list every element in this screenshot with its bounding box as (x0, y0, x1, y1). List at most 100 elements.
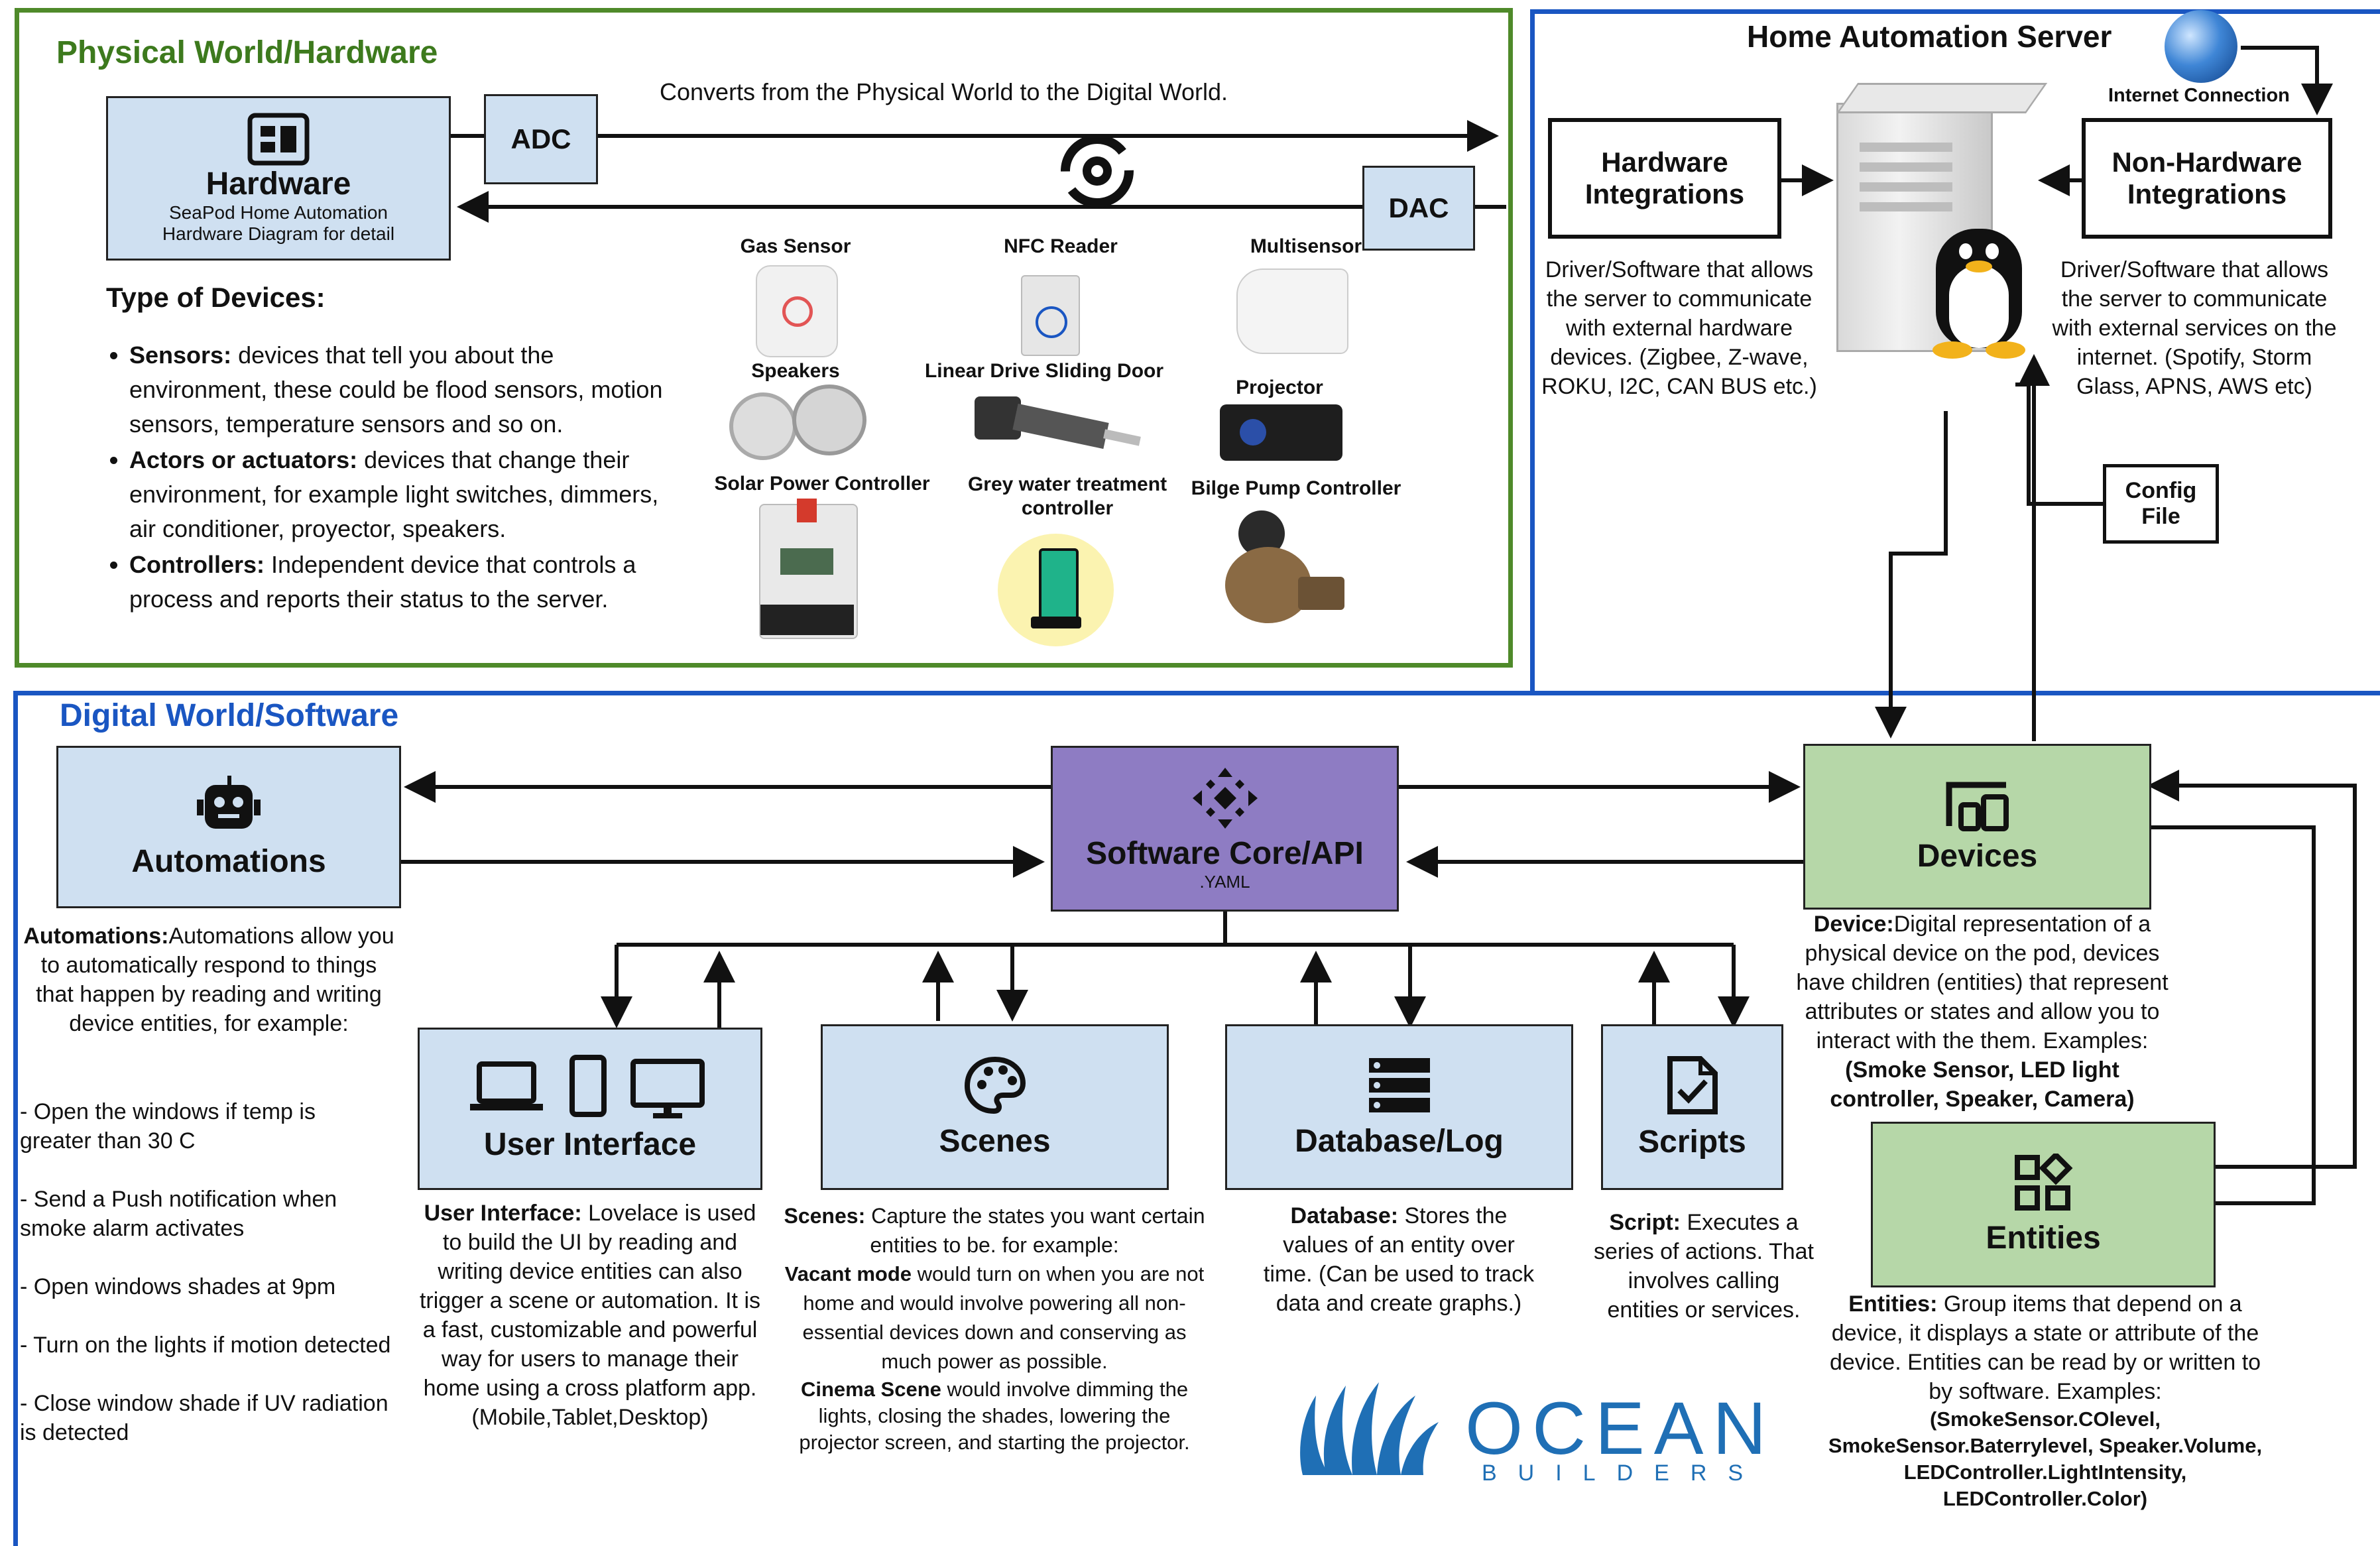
devices-box[interactable]: Devices (1803, 744, 2151, 910)
multisensor-label: Multisensor (1250, 235, 1362, 257)
database-desc: Database: Stores the values of an entity… (1263, 1203, 1535, 1316)
sync-icon (1061, 135, 1134, 208)
bilge-pump-label: Bilge Pump Controller (1191, 477, 1401, 499)
speakers-label: Speakers (751, 360, 840, 382)
type-controllers: Controllers: Independent device that con… (129, 548, 686, 617)
software-core-subtitle: .YAML (1199, 872, 1250, 892)
devices-desc: Device:Digital representation of a physi… (1796, 912, 2169, 1112)
non-hardware-integrations-line1: Non-Hardware (2112, 147, 2302, 178)
scripts-title: Scripts (1638, 1124, 1746, 1160)
linear-drive-image (975, 396, 1141, 456)
hardware-integrations-desc: Driver/Software that allows the server t… (1541, 257, 1817, 399)
logo-sub: BUILDERS (1482, 1460, 1765, 1486)
automations-title: Automations (131, 844, 326, 879)
converts-text: Converts from the Physical World to the … (660, 78, 1228, 105)
config-file-box[interactable]: Config File (2103, 464, 2219, 544)
script-check-icon (1667, 1055, 1718, 1114)
adc-box[interactable]: ADC (484, 94, 598, 184)
robot-icon (197, 776, 261, 829)
nfc-reader-label: NFC Reader (1004, 235, 1118, 257)
digital-world-frame (13, 691, 2380, 1546)
solar-controller-image (759, 499, 858, 639)
gas-sensor-image (756, 265, 838, 357)
nfc-reader-image (1021, 275, 1080, 356)
automation-example: - Close window shade if UV radiation is … (20, 1391, 388, 1445)
chip-icon (247, 113, 310, 165)
hardware-title: Hardware (206, 166, 351, 202)
user-interface-desc: User Interface: Lovelace is used to buil… (419, 1201, 761, 1430)
grey-water-label-line2: controller (1021, 497, 1114, 519)
scenes-vacant: Vacant mode would turn on when you are n… (784, 1262, 1205, 1373)
non-hardware-integrations-desc: Driver/Software that allows the server t… (2052, 257, 2337, 399)
devices-title: Devices (1917, 838, 2038, 874)
hardware-integrations-box[interactable]: Hardware Integrations (1548, 118, 1781, 239)
grey-water-image (998, 534, 1114, 646)
types-title: Type of Devices: (106, 282, 326, 313)
scenes-box[interactable]: Scenes (821, 1024, 1169, 1190)
automations-box[interactable]: Automations (56, 746, 401, 908)
device-types-list: Sensors: devices that tell you about the… (89, 338, 686, 618)
solar-controller-label: Solar Power Controller (714, 473, 930, 495)
hardware-integrations-line2: Integrations (1584, 178, 1745, 209)
grey-water-label-line1: Grey water treatment (967, 473, 1167, 495)
dac-label: DAC (1388, 192, 1449, 223)
core-network-icon (1192, 768, 1258, 829)
entities-examples: (SmokeSensor.COlevel, SmokeSensor.Baterr… (1828, 1407, 2263, 1510)
multisensor-image (1236, 268, 1348, 354)
internet-label: Internet Connection (2108, 85, 2290, 106)
devices-laptop-phone-desktop-icon (470, 1055, 705, 1118)
grey-water-label: Grey water treatment controller (955, 473, 1180, 520)
scenes-title: Scenes (939, 1123, 1051, 1159)
entities-desc: Entities: Group items that depend on a d… (1820, 1289, 2271, 1512)
config-file-line1: Config (2125, 478, 2197, 503)
server-title: Home Automation Server (1747, 19, 2112, 54)
entities-box[interactable]: Entities (1871, 1122, 2216, 1287)
automation-example: - Open windows shades at 9pm (20, 1274, 336, 1299)
database-title: Database/Log (1295, 1123, 1504, 1159)
hardware-box[interactable]: Hardware SeaPod Home Automation Hardware… (106, 96, 451, 261)
automation-example: - Open the windows if temp is greater th… (20, 1099, 316, 1154)
software-core-title: Software Core/API (1086, 836, 1364, 871)
projector-label: Projector (1236, 377, 1323, 398)
database-box[interactable]: Database/Log (1225, 1024, 1573, 1190)
physical-world-title: Physical World/Hardware (56, 35, 438, 70)
hardware-subtitle-2: Hardware Diagram for detail (162, 223, 395, 244)
automation-examples: - Open the windows if temp is greater th… (20, 1097, 391, 1447)
type-actuators: Actors or actuators: devices that change… (129, 443, 686, 546)
dac-box[interactable]: DAC (1362, 166, 1475, 251)
entities-grid-icon (2015, 1153, 2073, 1211)
automation-example: - Send a Push notification when smoke al… (20, 1187, 337, 1241)
user-interface-box[interactable]: User Interface (418, 1028, 762, 1190)
database-icon (1368, 1057, 1430, 1112)
devices-icon (1946, 782, 2009, 831)
digital-world-title: Digital World/Software (60, 698, 399, 733)
speakers-image (729, 385, 866, 460)
config-file-line2: File (2141, 504, 2180, 529)
non-hardware-integrations-line2: Integrations (2127, 178, 2287, 209)
ocean-builders-logo: OCEAN BUILDERS (1289, 1376, 1766, 1488)
scripts-desc: Script: Executes a series of actions. Th… (1594, 1210, 1814, 1323)
scenes-cinema: Cinema Scene would involve dimming the l… (799, 1378, 1190, 1454)
linux-penguin-icon (1923, 229, 2035, 361)
ocean-wave-logo-icon (1300, 1382, 1439, 1475)
hardware-subtitle-1: SeaPod Home Automation (169, 202, 388, 223)
adc-label: ADC (510, 123, 571, 154)
type-sensors: Sensors: devices that tell you about the… (129, 338, 686, 442)
logo-word: OCEAN (1465, 1387, 1776, 1470)
automation-example: - Turn on the lights if motion detected (20, 1333, 391, 1358)
physical-world-frame (15, 8, 1513, 668)
automations-desc: Automations:Automations allow you to aut… (23, 923, 394, 1036)
projector-image (1220, 404, 1342, 461)
user-interface-title: User Interface (483, 1127, 697, 1162)
linear-drive-label: Linear Drive Sliding Door (924, 360, 1164, 382)
scripts-box[interactable]: Scripts (1601, 1024, 1783, 1190)
non-hardware-integrations-box[interactable]: Non-Hardware Integrations (2082, 118, 2332, 239)
entities-title: Entities (1986, 1220, 2101, 1256)
globe-icon (2165, 10, 2237, 83)
palette-icon (964, 1056, 1026, 1114)
software-core-box[interactable]: Software Core/API .YAML (1051, 746, 1399, 912)
bilge-pump-image (1219, 510, 1344, 630)
gas-sensor-label: Gas Sensor (740, 235, 851, 257)
scenes-desc: Scenes: Capture the states you want cert… (782, 1201, 1207, 1456)
